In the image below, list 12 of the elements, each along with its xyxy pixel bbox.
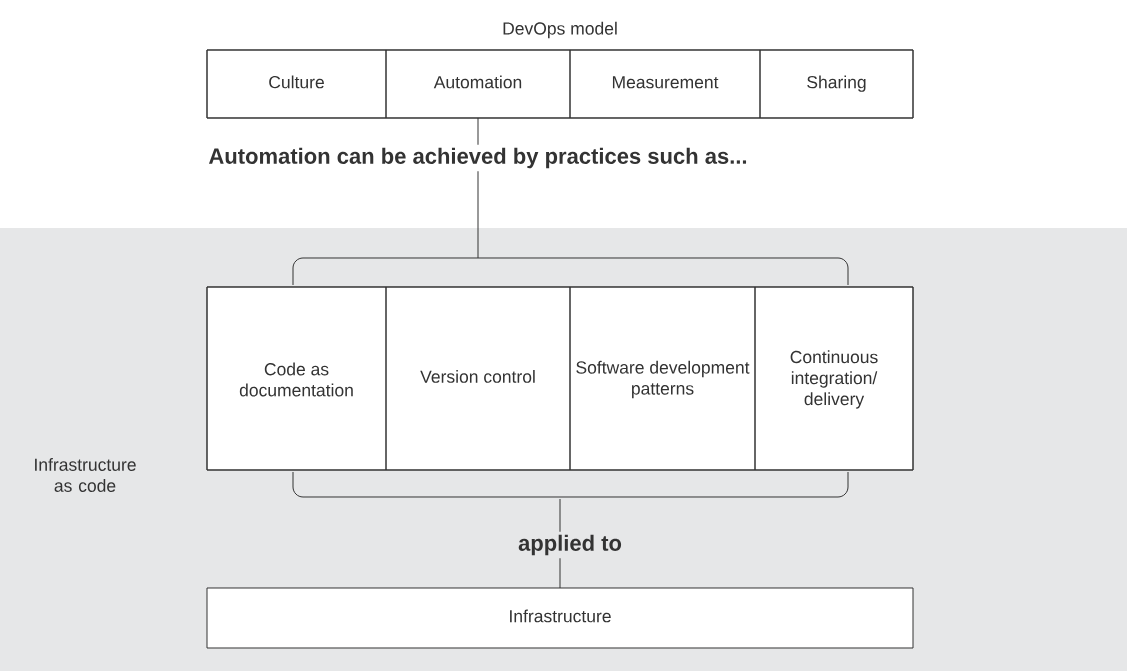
cell: Version control — [385, 286, 571, 471]
cell: Continuous integration/ delivery — [754, 286, 914, 471]
box: Infrastructure — [206, 587, 914, 649]
cell: Measurement — [569, 49, 761, 119]
cell: Automation — [385, 49, 571, 119]
cell: Culture — [206, 49, 387, 119]
cell: Software development patterns — [569, 286, 756, 471]
node-label: DevOps model — [503, 21, 617, 39]
cell: Code as documentation — [206, 286, 387, 471]
edge-label: Automation can be achieved by practices such as... — [205, 144, 751, 172]
cell: Sharing — [759, 49, 914, 119]
edge-label: applied to — [515, 531, 625, 559]
